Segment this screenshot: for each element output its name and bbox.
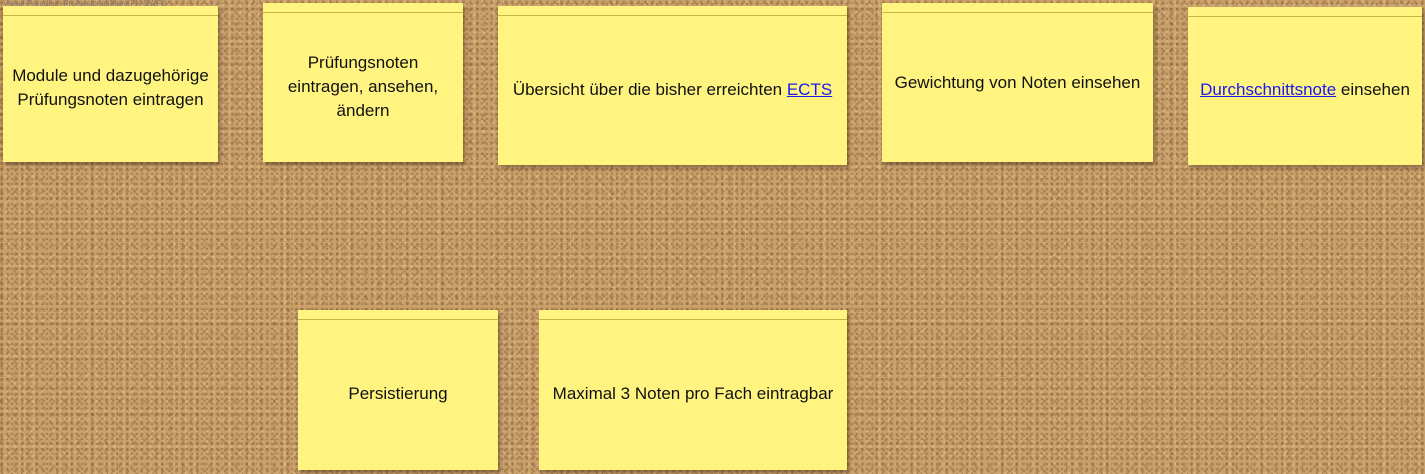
note-text: Maximal 3 Noten pro Fach eintragbar — [552, 384, 834, 403]
note-text-prefix: Übersicht über die bisher erreichten — [512, 79, 787, 99]
note-text: Durchschnittsnote einsehen — [1190, 17, 1420, 163]
note-text: Gewichtung von Noten einsehen — [894, 72, 1141, 92]
sticky-note-pruefungsnoten[interactable]: Prüfungsnoten eintragen, ansehen, ändern — [263, 3, 463, 162]
sticky-note-maximal-noten[interactable]: Maximal 3 Noten pro Fach eintragbar — [539, 310, 847, 470]
note-text-suffix: einsehen — [1336, 80, 1410, 99]
note-text: Persistierung — [348, 384, 448, 403]
sticky-note-module-eintragen[interactable]: Module und dazugehörige Prüfungsnoten ei… — [3, 6, 218, 162]
durchschnittsnote-link[interactable]: Durchschnittsnote — [1200, 80, 1337, 99]
note-text: Prüfungsnoten eintragen, ansehen, ändern — [287, 52, 439, 120]
note-text: Module und dazugehörige Prüfungsnoten ei… — [12, 66, 209, 109]
note-header — [1188, 7, 1422, 17]
ects-link[interactable]: ECTS — [786, 79, 833, 99]
sticky-note-durchschnittsnote[interactable]: Durchschnittsnote einsehen — [1188, 7, 1422, 165]
note-header — [3, 6, 218, 16]
sticky-note-persistierung[interactable]: Persistierung — [298, 310, 498, 470]
sticky-note-gewichtung[interactable]: Gewichtung von Noten einsehen — [882, 3, 1153, 162]
note-header — [539, 310, 847, 320]
note-header — [298, 310, 498, 320]
note-header — [498, 6, 847, 16]
note-text: Übersicht über die bisher erreichten ECT… — [500, 16, 845, 163]
sticky-note-ects-uebersicht[interactable]: Übersicht über die bisher erreichten ECT… — [498, 6, 847, 165]
note-header — [882, 3, 1153, 13]
note-header — [263, 3, 463, 13]
watermark: Visual Paradigm Professional(Marc(FH SWF… — [3, 0, 167, 8]
